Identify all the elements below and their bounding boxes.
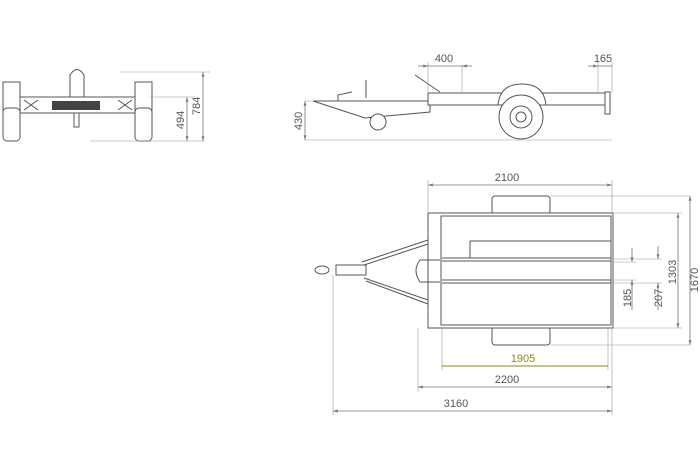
dim-1670: 1670 [689,268,700,292]
platform [427,212,614,329]
side-view: 430 400 165 [293,53,613,141]
number-plate [52,101,100,110]
dim-2100: 2100 [495,172,519,184]
dim-1303: 1303 [667,260,679,284]
left-wheel [2,107,21,142]
coupling-head [337,80,367,101]
dim-185: 185 [622,289,634,307]
support-leg [414,74,441,93]
dim-430: 430 [293,112,305,130]
front-view: 494 784 [2,69,210,142]
fender-top-left [491,195,551,215]
left-fender [2,81,21,111]
coupling-top [335,264,367,276]
dim-1905: 1905 [511,353,535,365]
front-hoop [415,259,440,283]
loading-channel [442,240,611,284]
dim-784: 784 [191,97,203,115]
rear-post [604,91,611,115]
breakaway-cable [314,265,330,275]
dim-3160: 3160 [444,398,468,410]
top-view: 2100 1670 1303 207 185 1905 2200 3160 [314,172,700,415]
dim-400: 400 [435,53,453,65]
jockey-wheel [73,112,80,128]
drawbar-side [312,100,431,119]
drawbar-top [361,239,429,305]
right-fender [134,81,153,111]
rear-lights [23,99,133,111]
wheel-side [498,94,544,140]
jockey-wheel-side [369,113,387,131]
right-wheel [134,107,153,142]
dim-2200: 2200 [495,374,519,386]
dim-207: 207 [653,289,665,307]
fender-top-right [491,326,551,346]
dim-494: 494 [175,111,187,129]
drawbar-handle [69,69,85,97]
dim-165: 165 [594,53,612,65]
